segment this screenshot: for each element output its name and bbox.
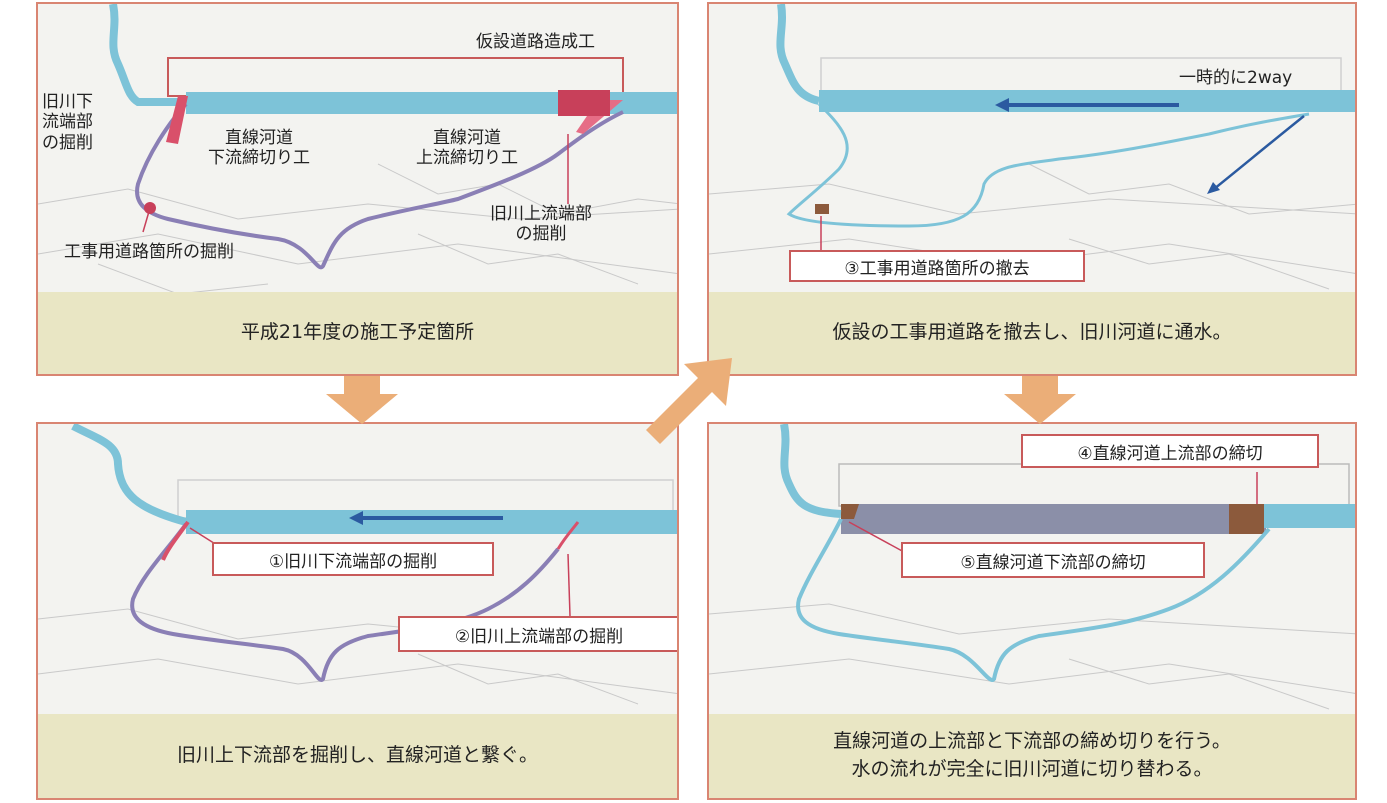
box-excav-downstream: ①旧川下流端部の掘削 bbox=[212, 542, 494, 576]
upper-river bbox=[109, 4, 186, 106]
excav-upstream-line bbox=[556, 521, 580, 550]
label-up-closure-l2: 上流締切り工 bbox=[416, 148, 518, 169]
label-old-upstream-l1: 旧川上流端部 bbox=[490, 204, 592, 224]
label-down-closure: 直線河道 下流締切り工 bbox=[208, 128, 310, 169]
caption-step-4: 直線河道の上流部と下流部の締め切りを行う。 水の流れが完全に旧川河道に切り替わる… bbox=[709, 714, 1355, 798]
label-old-upstream-l2: の掘削 bbox=[515, 224, 567, 245]
label-down-closure-l1: 直線河道 bbox=[225, 128, 293, 148]
panel-step-3: ①旧川下流端部の掘削 ②旧川上流端部の掘削 旧川上下流部を掘削し、直線河道と繋ぐ… bbox=[36, 422, 679, 800]
label-down-closure-l2: 下流締切り工 bbox=[208, 148, 310, 169]
label-2way: 一時的に2way bbox=[1179, 68, 1293, 88]
panel-step-4: ④直線河道上流部の締切 ⑤直線河道下流部の締切 直線河道の上流部と下流部の締め切… bbox=[707, 422, 1357, 800]
box-closure-upstream: ④直線河道上流部の締切 bbox=[1021, 434, 1319, 468]
caption-step-3: 旧川上下流部を掘削し、直線河道と繋ぐ。 bbox=[38, 714, 677, 798]
excav-downstream-mark bbox=[166, 96, 188, 144]
temp-road-outline bbox=[838, 463, 1350, 507]
upper-river bbox=[776, 4, 821, 105]
caption-step-4-line2: 水の流れが完全に旧川河道に切り替わる。 bbox=[851, 758, 1213, 780]
old-river-channel bbox=[135, 102, 624, 270]
excav-downstream-line bbox=[161, 520, 190, 561]
flow-arrow-main-head bbox=[349, 511, 363, 525]
upper-river bbox=[71, 424, 188, 526]
label-old-downstream-l2: 流端部 bbox=[42, 112, 93, 133]
map-step-2 bbox=[709, 4, 1355, 290]
caption-step-2: 仮設の工事用道路を撤去し、旧川河道に通水。 bbox=[709, 292, 1355, 374]
background-map-lines bbox=[709, 603, 1355, 710]
excav-upstream-mark bbox=[576, 100, 623, 134]
label-up-closure: 直線河道 上流締切り工 bbox=[416, 128, 518, 169]
temp-road-outline bbox=[167, 57, 624, 97]
old-river-channel bbox=[796, 518, 1271, 682]
label-old-upstream: 旧川上流端部 の掘削 bbox=[490, 204, 592, 245]
box-closure-downstream: ⑤直線河道下流部の締切 bbox=[901, 542, 1205, 578]
label-old-downstream-l1: 旧川下 bbox=[42, 92, 93, 112]
label-up-closure-l1: 直線河道 bbox=[433, 128, 501, 148]
step-arrow-2-to-4 bbox=[1004, 376, 1076, 424]
straight-channel bbox=[186, 92, 677, 114]
old-river-channel bbox=[130, 522, 560, 682]
panel-step-1: 仮設道路造成工 旧川下 流端部 の掘削 直線河道 下流締切り工 直線河道 上流締… bbox=[36, 2, 679, 376]
label-temp-road: 仮設道路造成工 bbox=[476, 32, 595, 52]
closure-up-mark bbox=[1229, 504, 1264, 534]
box-road-removal: ③工事用道路箇所の撤去 bbox=[789, 250, 1085, 282]
caption-step-4-line1: 直線河道の上流部と下流部の締め切りを行う。 bbox=[833, 730, 1231, 753]
panel-step-2: 一時的に2way ③工事用道路箇所の撤去 仮設の工事用道路を撤去し、旧川河道に通… bbox=[707, 2, 1357, 376]
closure-up-mark bbox=[558, 90, 610, 116]
flow-arrow-secondary bbox=[1213, 115, 1305, 190]
caption-step-1: 平成21年度の施工予定箇所 bbox=[38, 292, 677, 374]
label-road-excav: 工事用道路箇所の掘削 bbox=[64, 242, 234, 262]
closed-straight-channel bbox=[841, 504, 1266, 534]
upper-river bbox=[780, 424, 842, 518]
straight-channel-upstream bbox=[1264, 504, 1355, 528]
map-step-4 bbox=[709, 424, 1355, 710]
box-excav-upstream: ②旧川上流端部の掘削 bbox=[398, 616, 677, 652]
straight-channel bbox=[819, 90, 1355, 112]
flow-arrow-main-head bbox=[995, 98, 1009, 112]
step-arrow-3-to-2 bbox=[646, 358, 732, 444]
step-arrow-1-to-3 bbox=[326, 376, 398, 424]
old-river-channel bbox=[786, 102, 1310, 228]
map-step-1 bbox=[38, 4, 677, 295]
road-removal-mark bbox=[815, 204, 829, 214]
closure-down-mark bbox=[841, 504, 859, 519]
map-step-3 bbox=[38, 424, 677, 705]
straight-channel bbox=[186, 510, 677, 534]
label-old-downstream: 旧川下 流端部 の掘削 bbox=[42, 92, 93, 153]
label-old-downstream-l3: の掘削 bbox=[42, 132, 93, 153]
